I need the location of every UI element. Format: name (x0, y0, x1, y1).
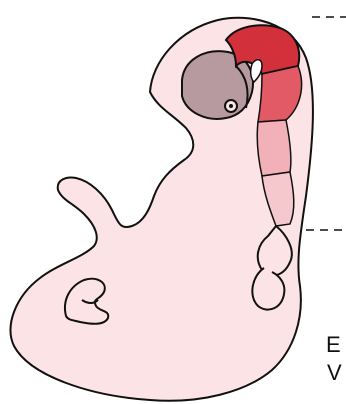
label-v: V (327, 362, 342, 384)
spinal-upper (257, 120, 291, 176)
lens-dot (229, 104, 233, 108)
label-e: E (326, 334, 341, 356)
